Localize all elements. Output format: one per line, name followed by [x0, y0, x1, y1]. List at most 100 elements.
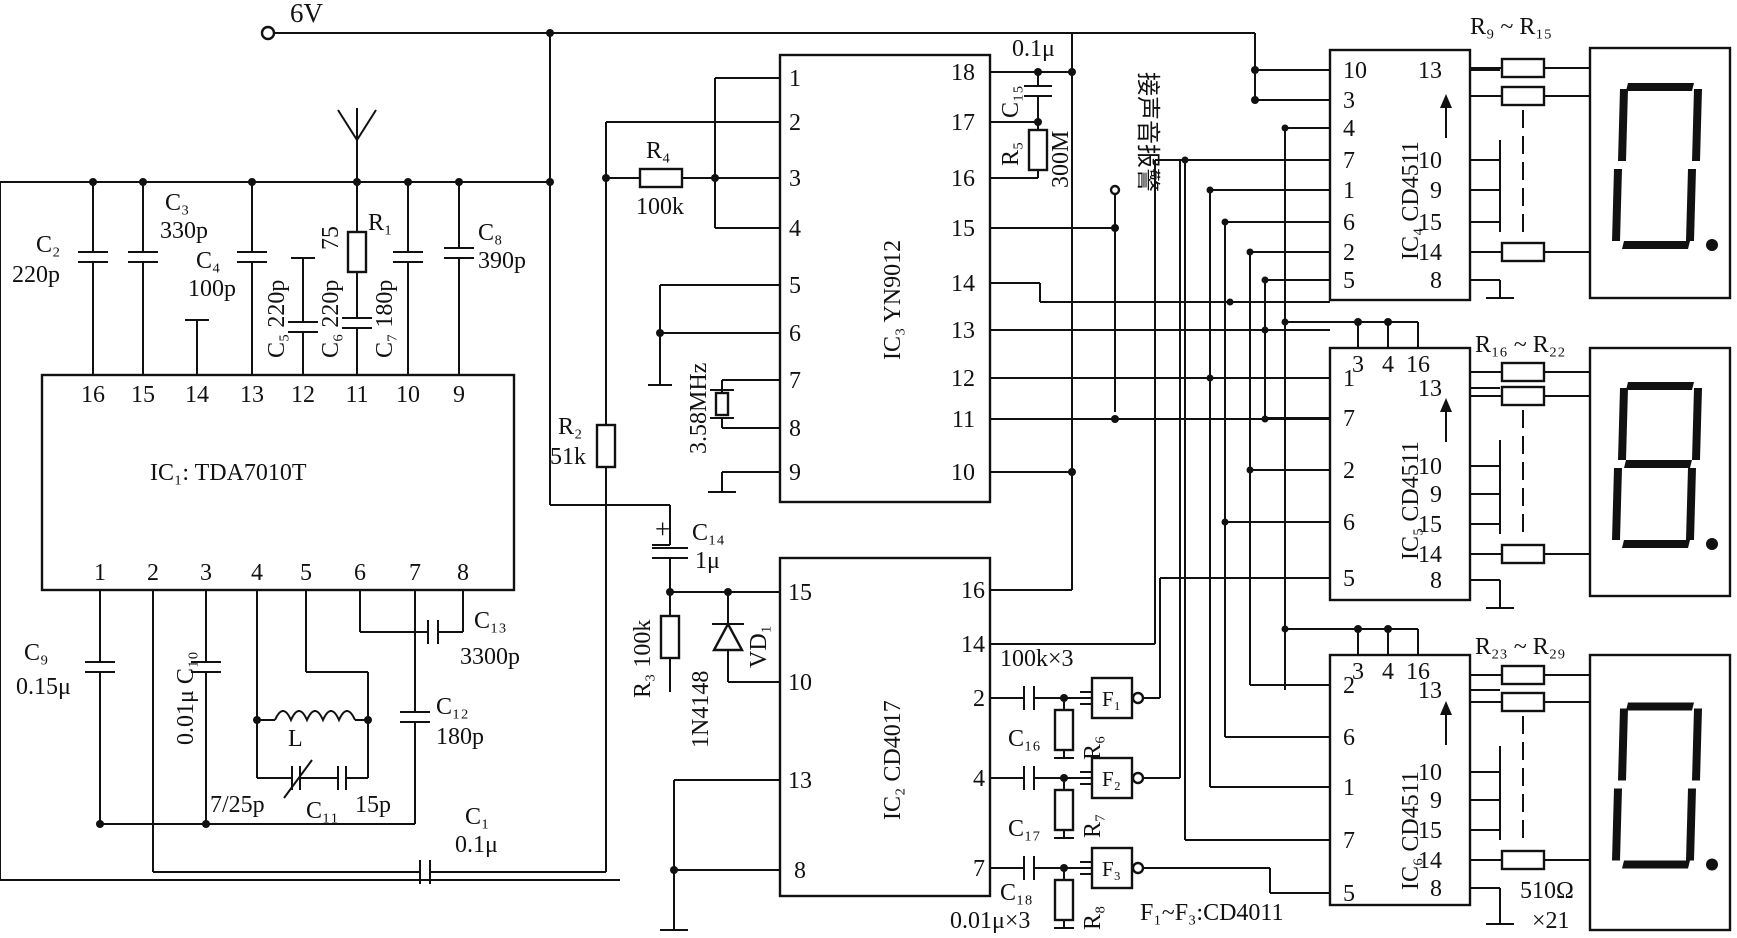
ic5-pin-14: 14: [1418, 542, 1442, 568]
r3-label: R₃ 100k: [630, 620, 656, 698]
c8-value: 390p: [478, 248, 526, 274]
ic6-pin-10: 10: [1418, 760, 1442, 786]
ic6-pin-13: 13: [1418, 678, 1442, 704]
ic4-pin-7: 7: [1343, 148, 1355, 174]
c14-value: 1μ: [695, 548, 720, 574]
c3-label: C₃: [165, 190, 189, 216]
r2-label: R₂: [558, 414, 582, 440]
ic4-pin-10: 10: [1343, 58, 1367, 84]
ic2-pin-16: 16: [961, 578, 985, 604]
r5-value: 300M: [1048, 131, 1074, 188]
ic1-pin-9: 9: [453, 382, 465, 408]
ic5-pin-8: 8: [1430, 568, 1442, 594]
c14-label: C₁₄: [692, 520, 725, 546]
ic6-label: IC₆ CD4511: [1398, 771, 1424, 890]
ic2-pin-13: 13: [788, 768, 812, 794]
ic6-pin-14: 14: [1418, 848, 1442, 874]
c4-value: 100p: [188, 276, 236, 302]
c11-label: C₁₁: [306, 798, 339, 824]
ic4-pin-9: 9: [1430, 178, 1442, 204]
ic3-label: IC₃ YN9012: [880, 240, 906, 360]
r9-r15-label: R₉ ~ R₁₅: [1470, 14, 1552, 40]
ic5-pin-5: 5: [1343, 566, 1355, 592]
ic6-pin-7: 7: [1343, 828, 1355, 854]
ic3-pin-17: 17: [951, 110, 975, 136]
c2-value: 220p: [12, 262, 60, 288]
ic6-pin-9: 9: [1430, 788, 1442, 814]
ic6-pin-8: 8: [1430, 876, 1442, 902]
ic2-pin-8: 8: [794, 858, 806, 884]
gate-note: F₁~F₃:CD4011: [1140, 900, 1284, 926]
c11a-value: 7/25p: [210, 792, 265, 818]
supply-label: 6V: [290, 0, 324, 28]
ic1-pin-2: 2: [147, 560, 159, 586]
ic4-pin-4: 4: [1343, 116, 1355, 142]
ic3-pin-7: 7: [789, 368, 801, 394]
ic3-left-wiring: [602, 77, 780, 493]
ic4-pin-8: 8: [1430, 268, 1442, 294]
ic1-pin-13: 13: [240, 382, 264, 408]
ic5-label: IC₅ CD4511: [1398, 441, 1424, 560]
ic2-pin-7: 7: [973, 856, 985, 882]
ic1-pin-11: 11: [345, 382, 368, 408]
ic5-pin-10: 10: [1418, 454, 1442, 480]
ic5-pin-7: 7: [1343, 406, 1355, 432]
ic5-pin-13: 13: [1418, 376, 1442, 402]
ic1-label: IC₁: TDA7010T: [150, 460, 307, 486]
c12-value: 180p: [436, 724, 484, 750]
r2-resistor: [595, 122, 617, 490]
ic1-pin-6: 6: [354, 560, 366, 586]
ic1-top-components: [78, 182, 474, 375]
ic1-pin-8: 8: [457, 560, 469, 586]
ic3-pin-5: 5: [789, 273, 801, 299]
r510-value: 510Ω: [1520, 878, 1574, 904]
r2-value: 51k: [550, 444, 586, 470]
ic4-pin-15: 15: [1418, 210, 1442, 236]
ic3-pin-11: 11: [952, 407, 975, 433]
ic6-pin-top-16: 16: [1406, 659, 1430, 685]
seven-segment-display-3: [1588, 653, 1732, 932]
c18-label: C₁₈: [1000, 880, 1033, 906]
r5-label: R₅: [998, 142, 1024, 166]
ic5-pin-9: 9: [1430, 482, 1442, 508]
ic6-pin-2: 2: [1343, 673, 1355, 699]
seven-segment-displays: [1440, 46, 1732, 932]
ic4-pin-10: 10: [1418, 148, 1442, 174]
r1-label: R₁: [368, 210, 392, 236]
alarm-label: 接声音报警: [1134, 72, 1161, 192]
c9-label: C₉: [24, 640, 48, 666]
c10-label: 0.01μ C₁₀: [173, 651, 199, 745]
ic3-pin-12: 12: [951, 366, 975, 392]
ic6-pin-top-3: 3: [1352, 659, 1364, 685]
ic5-pin-2: 2: [1343, 458, 1355, 484]
ic2-left-wiring: [652, 544, 780, 931]
c13-value: 3300p: [460, 644, 520, 670]
ic3-pin-6: 6: [789, 321, 801, 347]
ic6-pin-15: 15: [1418, 818, 1442, 844]
ic6-pin-top-4: 4: [1382, 659, 1394, 685]
ic4-pin-3: 3: [1343, 88, 1355, 114]
r678-value: 100k×3: [1000, 646, 1074, 672]
ic1-pin-7: 7: [409, 560, 421, 586]
ic3-pin-13: 13: [951, 318, 975, 344]
c13-label: C₁₃: [474, 608, 507, 634]
c7-label: C₇ 180p: [372, 280, 398, 358]
ic1-pin-15: 15: [131, 382, 155, 408]
ic2-pin-15: 15: [788, 580, 812, 606]
c9-value: 0.15μ: [16, 674, 71, 700]
c2-label: C₂: [36, 232, 60, 258]
ic2-pin-2: 2: [973, 686, 985, 712]
ic6-pin-6: 6: [1343, 725, 1355, 751]
ic2-label: IC₂ CD4017: [880, 700, 906, 820]
ic3-pin-1: 1: [789, 66, 801, 92]
ic1-pin-5: 5: [300, 560, 312, 586]
ic3-pin-2: 2: [789, 110, 801, 136]
r4-value: 100k: [636, 194, 684, 220]
decoder-bus: [1181, 66, 1514, 925]
ic6-pin-5: 5: [1343, 881, 1355, 907]
